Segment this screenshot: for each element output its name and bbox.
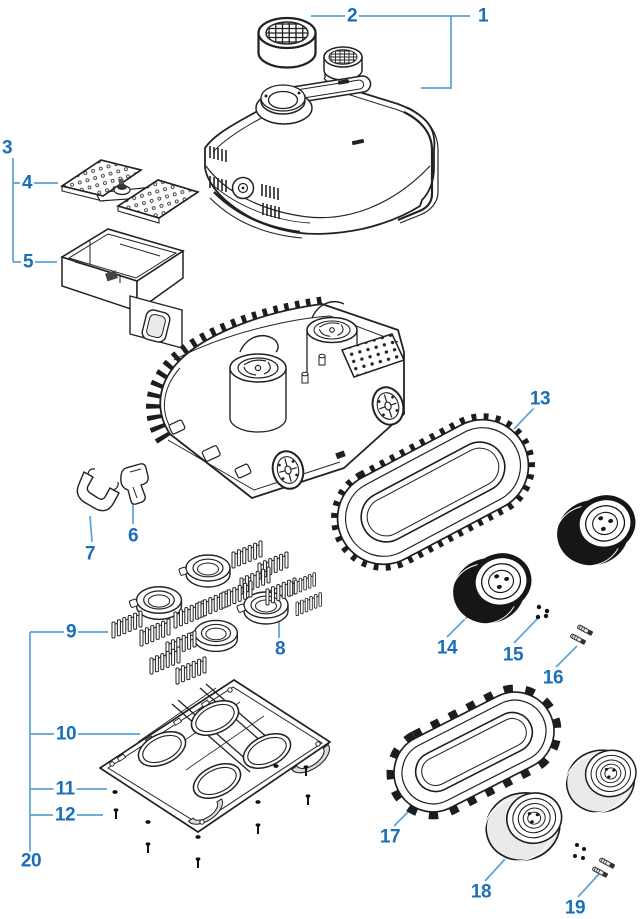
- callout-1: 1: [475, 5, 491, 27]
- part-screw-12: [113, 808, 119, 819]
- callout-14: 14: [434, 637, 460, 659]
- part-screw-11: [112, 790, 118, 794]
- part-track-belt-right: [331, 413, 535, 571]
- part-latch-clip: [120, 463, 149, 505]
- callout-13: 13: [527, 388, 553, 410]
- part-pins-19: [591, 856, 616, 879]
- callout-12: 12: [52, 804, 78, 826]
- part-bearings-15: [535, 604, 550, 620]
- part-drive-wheel-dark-left: [444, 549, 538, 632]
- part-filter-cap: [259, 18, 316, 68]
- part-filter-basket: [60, 228, 185, 349]
- callout-11: 11: [53, 778, 77, 800]
- part-track-belt-left: [386, 684, 562, 820]
- callout-15: 15: [500, 644, 526, 666]
- callout-20: 20: [18, 850, 44, 872]
- part-chassis-assembly: [146, 296, 410, 499]
- filter-port: [255, 84, 313, 125]
- callout-18: 18: [468, 881, 494, 903]
- callout-7: 7: [82, 543, 98, 565]
- part-pins-16: [569, 623, 594, 646]
- callout-8: 8: [272, 638, 288, 660]
- callout-17: 17: [377, 826, 403, 848]
- callout-2: 2: [344, 5, 360, 27]
- plate-openings: [137, 700, 292, 799]
- callout-16: 16: [540, 667, 566, 689]
- part-retaining-clip: [76, 468, 120, 512]
- part-filter-screen: [60, 159, 200, 224]
- callout-19: 19: [562, 897, 588, 919]
- part-bearings-19: [573, 843, 586, 860]
- part-bottom-plate: [99, 679, 331, 833]
- callout-10: 10: [53, 723, 79, 745]
- part-wheel-light-right: [557, 741, 642, 821]
- part-wheel-light-left: [476, 783, 572, 870]
- callout-9: 9: [63, 621, 79, 643]
- callout-5: 5: [20, 251, 36, 273]
- part-drive-wheel-dark-right: [548, 491, 642, 574]
- callout-6: 6: [125, 525, 141, 547]
- part-top-cover: [204, 47, 439, 239]
- callout-4: 4: [19, 172, 35, 194]
- callout-3: 3: [0, 137, 15, 159]
